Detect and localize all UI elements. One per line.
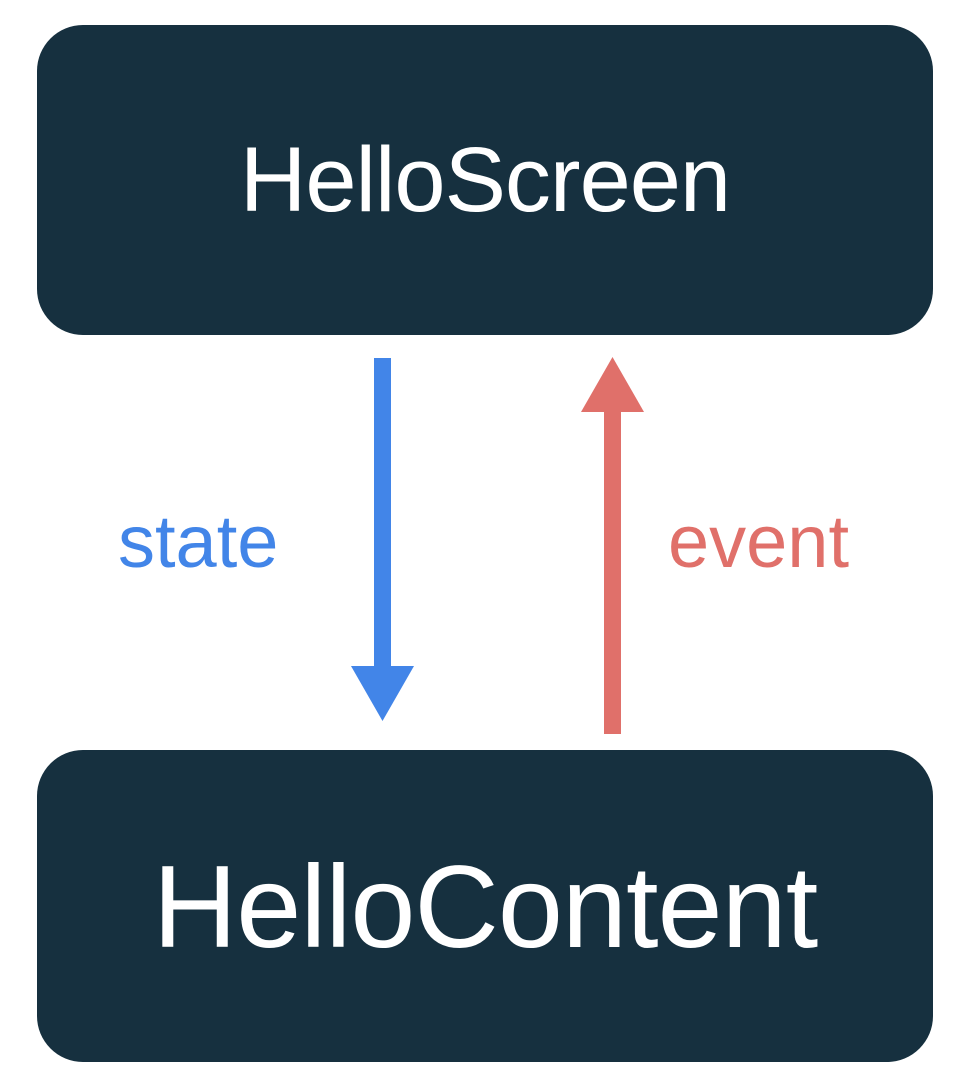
edge-label-event: event [668,500,850,583]
arrow-state-down [351,358,414,721]
edge-label-state: state [118,500,279,583]
node-hello-content[interactable]: HelloContent [37,750,933,1062]
node-hello-content-label: HelloContent [152,840,818,972]
arrow-event-up [581,357,644,734]
node-hello-screen-label: HelloScreen [239,129,731,231]
node-hello-screen[interactable]: HelloScreen [37,25,933,335]
